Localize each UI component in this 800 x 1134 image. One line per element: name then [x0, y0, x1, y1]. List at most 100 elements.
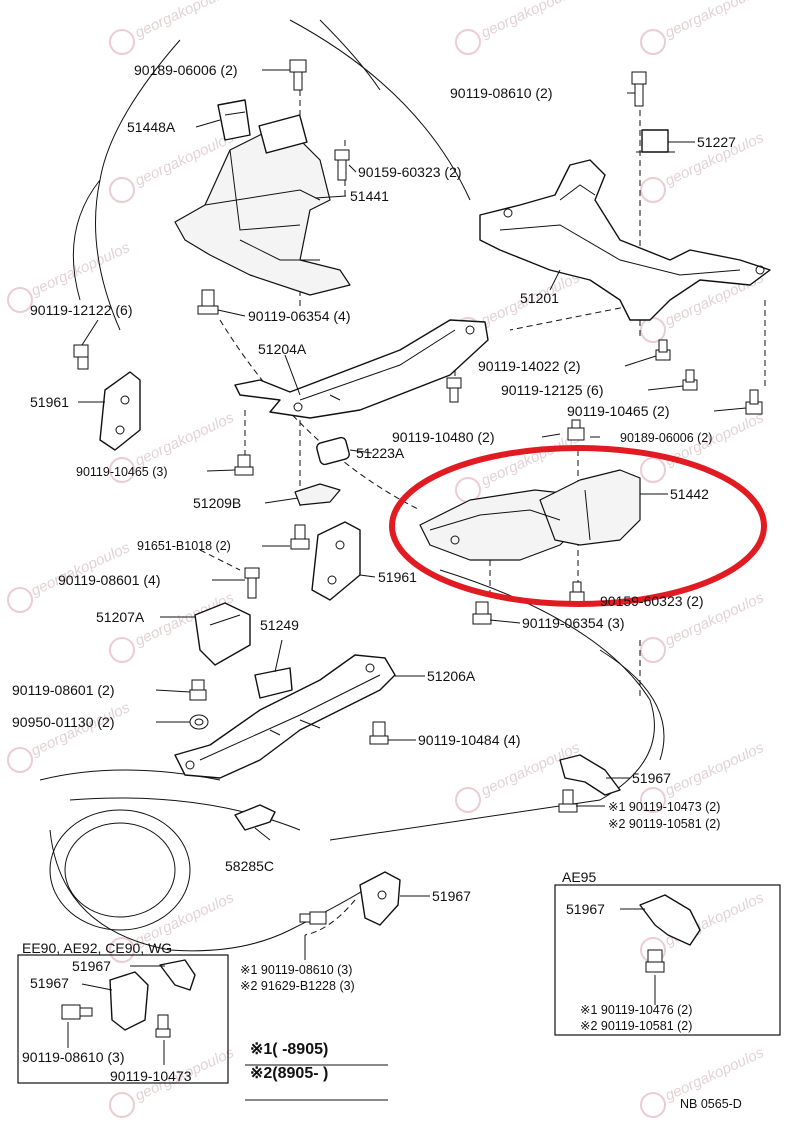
- part-51207a: [194, 602, 251, 666]
- label-90119-10581-ae95: ※2 90119-10581 (2): [580, 1019, 692, 1033]
- label-51448a: 51448A: [127, 119, 176, 135]
- part-51961-bracket-2: [311, 521, 361, 601]
- bolt-icon: [289, 59, 307, 91]
- label-91651-b1018: 91651-B1018 (2): [137, 539, 231, 553]
- label-90189-06006-right: 90189-06006 (2): [620, 431, 712, 445]
- part-51227: [636, 129, 675, 153]
- watermark-text: georgakopoulos: [479, 0, 583, 42]
- label-51967-lower: 51967: [432, 888, 471, 904]
- inset-box-ee90: [17, 954, 229, 1084]
- part-labels: 90189-06006 (2) 51448A 90159-60323 (2) 5…: [12, 62, 742, 1111]
- bolt-icon: [569, 581, 585, 605]
- label-90119-08610-2: 90119-08610 (2): [450, 85, 552, 101]
- part-51442-cover: [419, 469, 641, 561]
- label-90189-06006-top: 90189-06006 (2): [134, 62, 238, 78]
- label-91629-b1228-note2: ※2 91629-B1228 (3): [240, 979, 355, 993]
- label-90119-10473-note1: ※1 90119-10473 (2): [608, 800, 720, 814]
- label-51967-ae95: 51967: [566, 901, 605, 917]
- label-90119-10476: ※1 90119-10476 (2): [580, 1003, 692, 1017]
- bolt-icon: [290, 524, 310, 550]
- label-90950-01130: 90950-01130 (2): [12, 714, 114, 730]
- label-51207a: 51207A: [96, 609, 145, 625]
- bolt-icon: [189, 679, 207, 701]
- label-90159-60323-top: 90159-60323 (2): [358, 164, 462, 180]
- bolt-icon: [234, 454, 254, 476]
- bolt-icon: [631, 71, 647, 107]
- label-ee90-group: EE90, AE92, CE90, WG: [22, 940, 172, 956]
- label-51209b: 51209B: [193, 495, 241, 511]
- bolt-icon: [197, 289, 219, 315]
- label-90119-08610-note1: ※1 90119-08610 (3): [240, 963, 352, 977]
- bolt-icon: [682, 369, 698, 391]
- highlight-ellipse: [389, 445, 767, 607]
- bolt-icon: [472, 601, 492, 625]
- inset-box-ae95: [554, 884, 781, 1036]
- label-90119-10480: 90119-10480 (2): [392, 429, 494, 445]
- label-90119-08601-2: 90119-08601 (2): [12, 682, 114, 698]
- label-90119-06354-3: 90119-06354 (3): [522, 615, 624, 631]
- bolt-icon: [567, 419, 585, 441]
- label-51442: 51442: [670, 486, 709, 502]
- part-51201-crossmember: [479, 159, 771, 321]
- part-51209b: [294, 483, 341, 506]
- leader-lines: [67, 69, 747, 1101]
- label-51967-ee90-a: 51967: [72, 958, 111, 974]
- watermark-logo-icon: [7, 29, 666, 1118]
- watermark-text: georgakopoulos: [29, 539, 133, 600]
- label-58285c: 58285C: [225, 858, 274, 874]
- part-51967-inset-ae95: [639, 894, 701, 973]
- label-51223a: 51223A: [356, 445, 405, 461]
- watermark-text: georgakopoulos: [133, 0, 237, 42]
- label-51967-right: 51967: [632, 770, 671, 786]
- label-90119-12125: 90119-12125 (6): [501, 382, 603, 398]
- label-90119-10484: 90119-10484 (4): [418, 732, 520, 748]
- label-90119-10581-note2: ※2 90119-10581 (2): [608, 817, 720, 831]
- part-51961-bracket: [99, 371, 141, 451]
- label-51961-left: 51961: [30, 394, 69, 410]
- label-51204a: 51204A: [258, 341, 307, 357]
- label-ae95: AE95: [562, 869, 596, 885]
- label-90119-14022: 90119-14022 (2): [478, 358, 580, 374]
- part-51967-inset-ee90: [61, 959, 196, 1038]
- part-51448a-bracket: [217, 99, 251, 141]
- part-51967-bracket: [559, 754, 621, 796]
- bolt-icon: [446, 377, 462, 403]
- watermark-text: georgakopoulos: [663, 0, 767, 42]
- part-51249: [254, 667, 293, 699]
- label-90119-10473: 90119-10473: [110, 1068, 192, 1084]
- part-51204a-crossmember: [234, 319, 489, 419]
- bolt-icon: [334, 149, 350, 181]
- bolt-icon: [745, 389, 763, 415]
- bolt-icon: [558, 789, 578, 813]
- label-90119-12122: 90119-12122 (6): [30, 302, 132, 318]
- label-51227: 51227: [697, 134, 736, 150]
- part-51441-cover: [174, 114, 351, 296]
- bolt-icon: [299, 911, 327, 925]
- label-90119-10465-3: 90119-10465 (3): [76, 465, 168, 479]
- label-90159-60323-bottom: 90159-60323 (2): [600, 593, 704, 609]
- label-51206a: 51206A: [427, 668, 476, 684]
- watermark-text: georgakopoulos: [663, 1044, 767, 1105]
- label-51441: 51441: [350, 188, 389, 204]
- bolt-icon: [655, 339, 671, 361]
- watermark-text: georgakopoulos: [663, 739, 767, 800]
- part-51223a: [316, 436, 350, 466]
- note-2: ※2(8905- ): [250, 1065, 328, 1082]
- note-1: ※1( -8905): [250, 1041, 328, 1058]
- diagram-code: NB 0565-D: [680, 1097, 742, 1111]
- bolt-icon: [369, 721, 389, 745]
- label-51961-mid: 51961: [378, 569, 417, 585]
- part-51967-bracket-2: [359, 871, 401, 926]
- washer-icon: [189, 714, 209, 730]
- label-90119-10465-2: 90119-10465 (2): [567, 403, 669, 419]
- watermark-text: georgakopoulos: [29, 239, 133, 300]
- label-90119-06354-4: 90119-06354 (4): [248, 308, 350, 324]
- bolt-icon: [73, 344, 89, 370]
- label-51249: 51249: [260, 617, 299, 633]
- bolt-icon: [244, 567, 260, 599]
- label-90119-08601-4: 90119-08601 (4): [58, 572, 160, 588]
- label-51201: 51201: [520, 290, 559, 306]
- watermark-text: georgakopoulos: [133, 409, 237, 470]
- part-51206a-crossmember: [174, 654, 396, 779]
